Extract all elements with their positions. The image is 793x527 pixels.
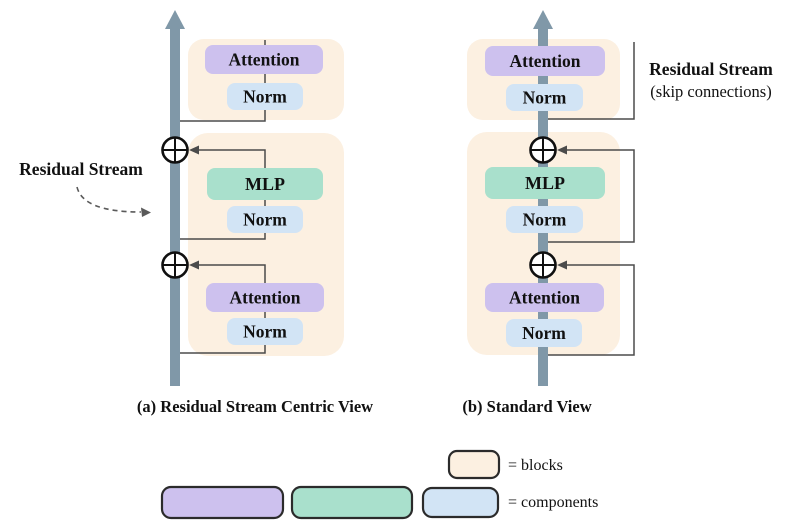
skip-b-mlp-path bbox=[548, 149, 635, 243]
attention-box-b-bot bbox=[485, 283, 604, 312]
dashed-pointer-arrowhead-icon bbox=[141, 207, 151, 217]
legend-swatch-block bbox=[447, 449, 501, 480]
arrowhead-a-attn-icon bbox=[189, 260, 199, 270]
norm-label-b-bot: Norm bbox=[522, 323, 566, 343]
attention-label-a-bot: Attention bbox=[230, 288, 301, 308]
legend-swatch-attention bbox=[160, 485, 285, 520]
skip-connections-label: (skip connections) bbox=[650, 82, 771, 101]
attention-box-b-top bbox=[485, 46, 605, 76]
skip-b-attn-path bbox=[548, 264, 635, 356]
residual-stream-line-b bbox=[538, 24, 548, 386]
attention-label-b-top: Attention bbox=[510, 51, 581, 71]
plus-circle-a-attn-icon bbox=[161, 251, 189, 279]
mlp-box-b bbox=[485, 167, 605, 199]
caption-a: (a) Residual Stream Centric View bbox=[137, 397, 373, 416]
legend-swatch-norm bbox=[421, 486, 500, 519]
norm-box-b-top bbox=[506, 84, 583, 111]
norm-label-a-bot: Norm bbox=[243, 322, 287, 342]
norm-box-b-bot bbox=[506, 319, 582, 347]
attention-box-a-top bbox=[205, 45, 323, 74]
arrowhead-b-attn-icon bbox=[557, 260, 567, 270]
stream-arrowhead-a-icon bbox=[165, 10, 185, 29]
caption-b: (b) Standard View bbox=[462, 397, 591, 416]
dashed-pointer-arrow bbox=[76, 186, 142, 213]
attention-box-a-bot bbox=[206, 283, 324, 312]
residual-stream-line-a bbox=[170, 24, 180, 386]
arrowhead-a-mlp-icon bbox=[189, 145, 199, 155]
norm-label-b-mid: Norm bbox=[523, 210, 567, 230]
plus-circle-b-attn-icon bbox=[529, 251, 557, 279]
norm-box-b-mid bbox=[506, 206, 583, 233]
mlp-box-a bbox=[207, 168, 323, 200]
arrowhead-b-mlp-icon bbox=[557, 145, 567, 155]
norm-label-a-mid: Norm bbox=[243, 210, 287, 230]
legend-swatch-mlp bbox=[290, 485, 414, 520]
skip-b-next-block bbox=[548, 42, 635, 120]
legend-components-label: = components bbox=[508, 494, 598, 511]
mlp-label-b: MLP bbox=[525, 173, 565, 193]
norm-box-a-top bbox=[227, 83, 303, 110]
norm-box-a-mid bbox=[227, 206, 303, 233]
attention-label-a-top: Attention bbox=[229, 50, 300, 70]
legend-blocks-label: = blocks bbox=[508, 457, 563, 474]
mlp-label-a: MLP bbox=[245, 174, 285, 194]
attention-label-b-bot: Attention bbox=[509, 288, 580, 308]
residual-stream-label-a: Residual Stream bbox=[19, 159, 143, 179]
plus-circle-a-mlp-icon bbox=[161, 136, 189, 164]
norm-label-b-top: Norm bbox=[523, 88, 567, 108]
norm-box-a-bot bbox=[227, 318, 303, 345]
plus-circle-b-mlp-icon bbox=[529, 136, 557, 164]
norm-label-a-top: Norm bbox=[243, 87, 287, 107]
residual-stream-label-b: Residual Stream bbox=[649, 59, 773, 79]
stream-arrowhead-b-icon bbox=[533, 10, 553, 29]
